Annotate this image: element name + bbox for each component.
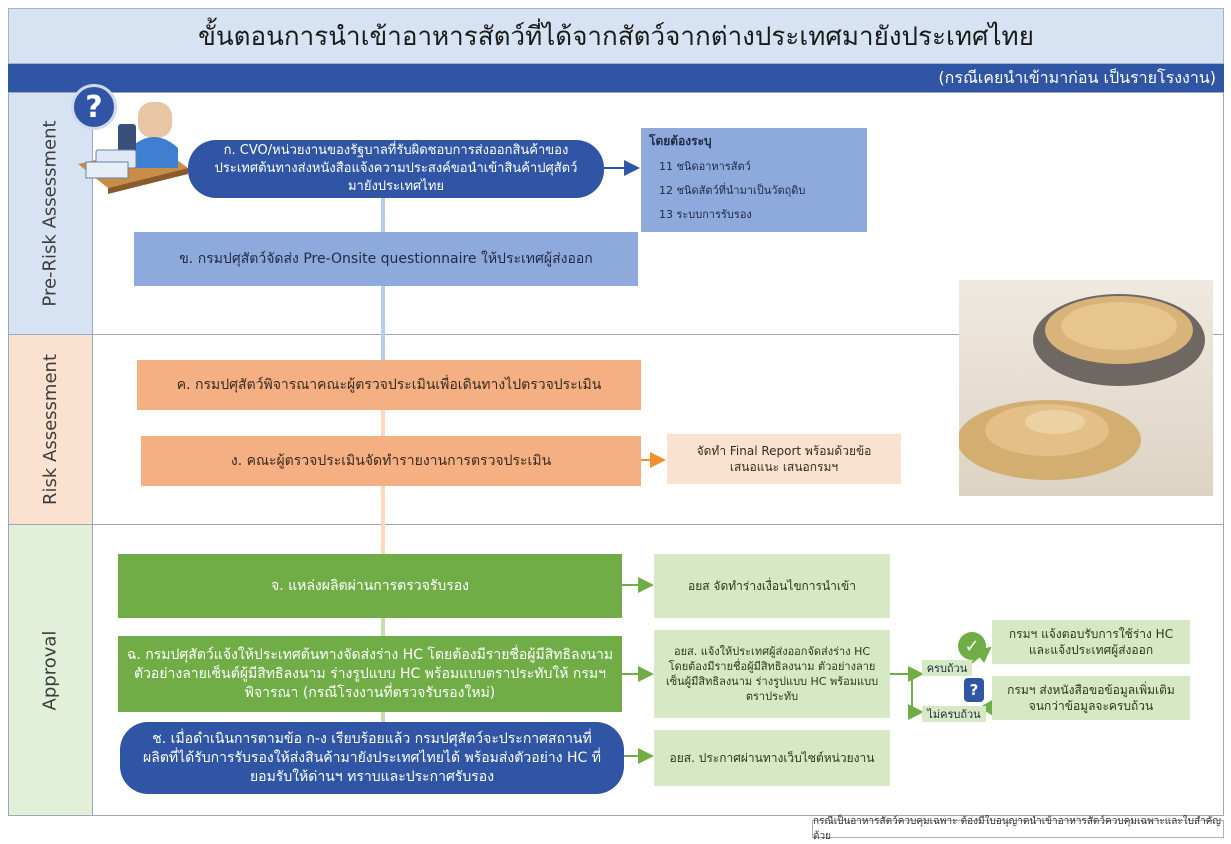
side-g: อยส. ประกาศผ่านทางเว็บไซต์หน่วยงาน [654,730,890,786]
step-c: ค. กรมปศุสัตว์พิจารณาคณะผู้ตรวจประเมินเพ… [137,360,641,410]
step-d: ง. คณะผู้ตรวจประเมินจัดทำรายงานการตรวจปร… [141,436,641,486]
side-e: อยส จัดทำร่างเงื่อนไขการนำเข้า [654,554,890,618]
step-e: จ. แหล่งผลิตผ่านการตรวจรับรอง [118,554,622,618]
step-f: ฉ. กรมปศุสัตว์แจ้งให้ประเทศต้นทางจัดส่งร… [118,636,622,712]
specify-item-1: 11 ชนิดอาหารสัตว์ [659,160,751,173]
lane-label-approval: Approval [39,630,61,710]
specify-heading: โดยต้องระบุ [649,134,712,148]
footnote: กรณีเป็นอาหารสัตว์ควบคุมเฉพาะ ต้องมีใบอน… [812,816,1224,842]
page-title: ขั้นตอนการนำเข้าอาหารสัตว์ที่ได้จากสัตว์… [8,8,1224,64]
label-incomplete: ไม่ครบถ้วน [922,706,986,722]
outcome-complete: กรมฯ แจ้งตอบรับการใช้ร่าง HC และแจ้งประเ… [992,620,1190,664]
step-g: ช. เมื่อดำเนินการตามข้อ ก-ง เรียบร้อยแล้… [120,722,624,794]
label-complete: ครบถ้วน [922,660,972,676]
officer-icon [78,102,188,194]
check-icon: ✓ [958,632,986,660]
side-f: อยส. แจ้งให้ประเทศผู้ส่งออกจัดส่งร่าง HC… [654,630,890,718]
outcome-incomplete: กรมฯ ส่งหนังสือขอข้อมูลเพิ่มเติม จนกว่าข… [992,676,1190,720]
specify-box: โดยต้องระบุ 11 ชนิดอาหารสัตว์ 12 ชนิดสัต… [641,128,867,232]
final-report-box: จัดทำ Final Report พร้อมด้วยข้อเสนอแนะ เ… [667,434,901,484]
question-icon: ? [71,84,117,130]
step-a: ก. CVO/หน่วยงานของรัฐบาลที่รับผิดชอบการส… [188,140,604,198]
question-small-icon: ? [964,678,984,702]
lane-divider [92,92,93,816]
grain-photo [959,280,1213,496]
lane-label-risk: Risk Assessment [39,353,61,505]
step-b: ข. กรมปศุสัตว์จัดส่ง Pre-Onsite question… [134,232,638,286]
pre-risk-lane-label-bg [8,92,92,334]
page-subtitle: (กรณีเคยนำเข้ามาก่อน เป็นรายโรงงาน) [8,64,1224,92]
approval-lane [8,524,1224,816]
specify-item-2: 12 ชนิดสัตว์ที่นำมาเป็นวัตถุดิบ [659,184,806,197]
specify-item-3: 13 ระบบการรับรอง [659,208,752,221]
approval-lane-label-bg [8,524,92,816]
risk-lane-label-bg [8,334,92,524]
